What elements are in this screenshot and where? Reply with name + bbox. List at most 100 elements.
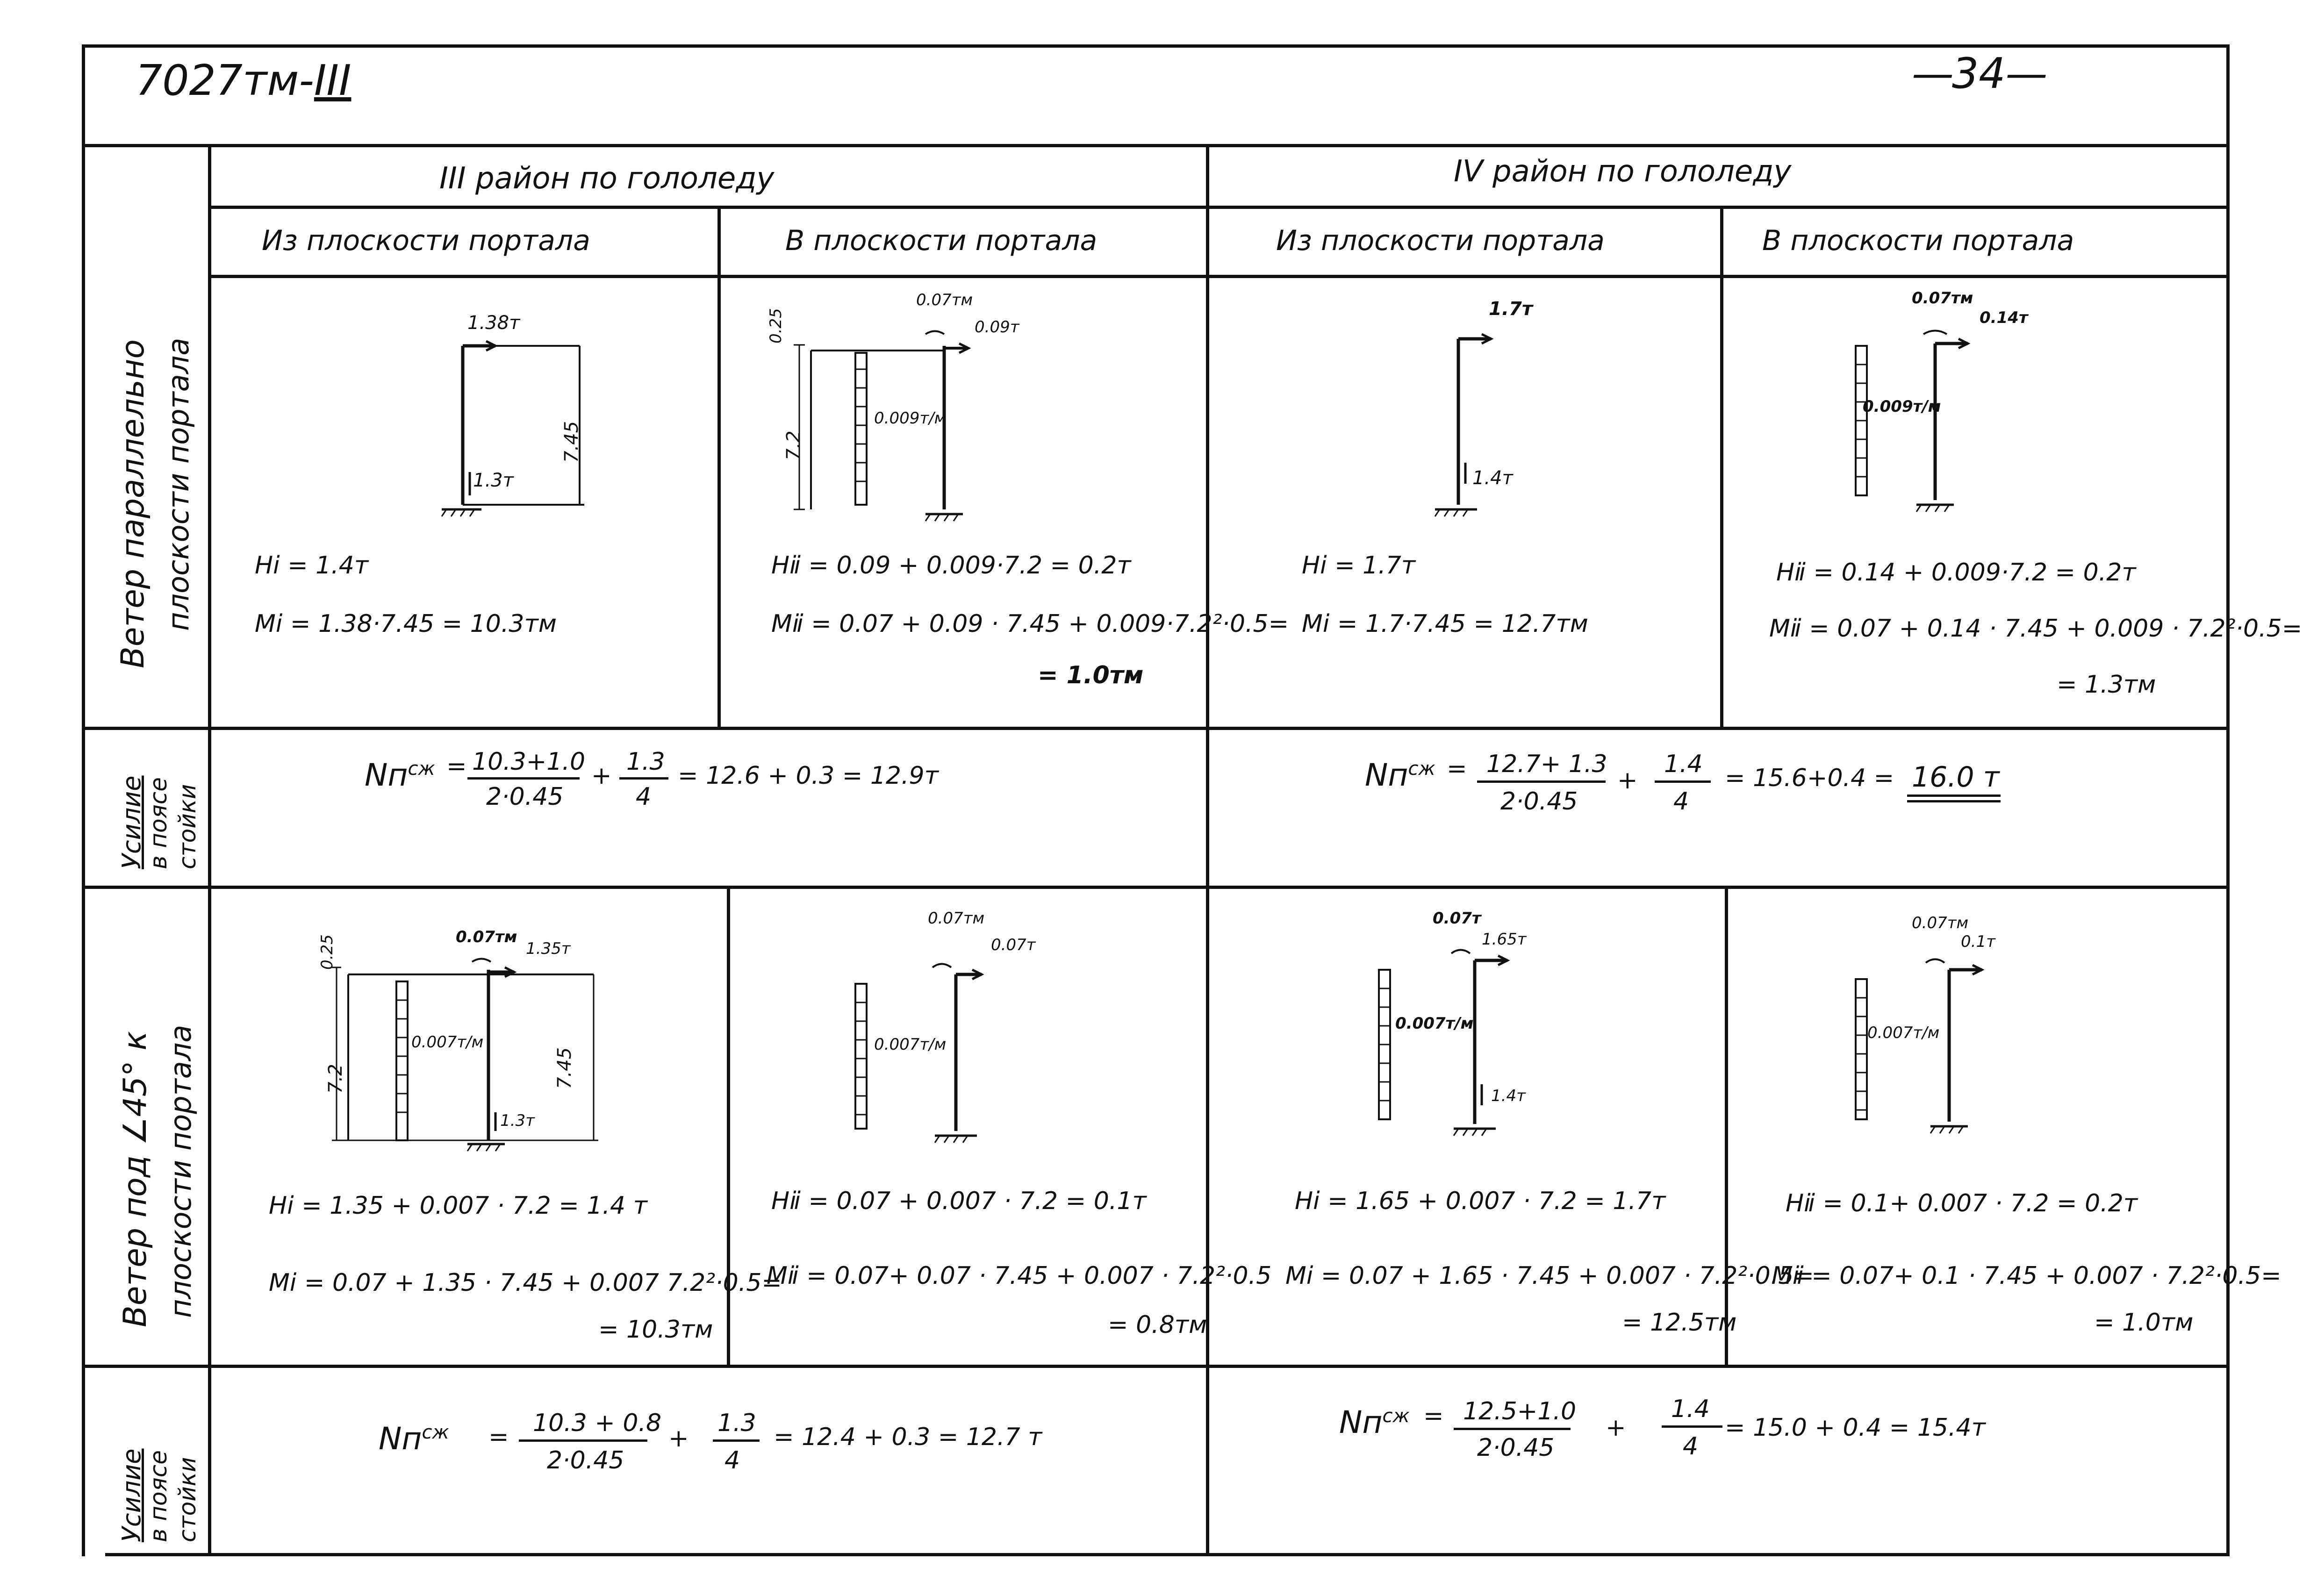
force2-left-den2: 4 [725, 1446, 740, 1474]
b2c3-dist-label: 0.007т/м [1395, 1014, 1474, 1033]
b1c3-scheme [1434, 333, 1494, 517]
row-label-wind-parallel-2: плоскости портала [161, 337, 195, 631]
b1c2-offset-label: 0.25 [767, 308, 785, 344]
force1-left-den2: 4 [636, 783, 652, 811]
b2c3-formula-h: Hⅰ = 1.65 + 0.007 · 7.2 = 1.7т [1295, 1187, 1666, 1215]
b2c1-dist-label: 0.007т/м [411, 1033, 484, 1052]
force2-right-plus: + [1606, 1414, 1626, 1442]
b2c4-moment-label: 0.07тм [1912, 914, 1969, 932]
force1-left-bar2 [619, 777, 668, 780]
frame-right [2226, 44, 2230, 1556]
force2-right-den2: 4 [1683, 1432, 1699, 1460]
b1c4-moment-label: 0.07тм [1912, 289, 1973, 308]
b1c4-formula-m: Mⅱ = 0.07 + 0.14 · 7.45 + 0.009 · 7.2²·0… [1769, 615, 2303, 643]
force1-right-eq: = [1447, 755, 1467, 783]
force1-right-rest: = 15.6+0.4 = [1725, 764, 1894, 792]
force1-left-rest: = 12.6 + 0.3 = 12.9т [678, 762, 939, 790]
b2c3-formula-m: Mⅰ = 0.07 + 1.65 · 7.45 + 0.007 · 7.2²·0… [1285, 1262, 1814, 1290]
doc-code: 7027тм-III [136, 56, 352, 105]
force2-left-num2: 1.3 [717, 1409, 756, 1437]
force1-left-n: Nпсж [365, 757, 435, 793]
force1-right-underline-2 [1907, 800, 2001, 802]
b2c3-top-label: 1.65т [1482, 930, 1527, 949]
frame-top [82, 44, 2230, 48]
b2c2-formula-m-result: = 0.8тм [1108, 1311, 1207, 1339]
col3-header: Из плоскости портала [1276, 224, 1605, 257]
b1c2-top-label: 0.09т [975, 318, 1019, 336]
b2c3-moment-label: 0.07т [1433, 909, 1481, 928]
col4-header: В плоскости портала [1762, 224, 2074, 257]
b1c4-top-label: 0.14т [1980, 308, 2028, 327]
force1-left-num1: 10.3+1.0 [472, 748, 586, 776]
force1-right-n: Nпсж [1365, 757, 1435, 793]
b1c1-top-label: 1.38т [467, 312, 520, 334]
subheader-divider [208, 275, 2230, 278]
b2c4-formula-m-result: = 1.0тм [2094, 1309, 2194, 1337]
force2-left-bar1 [519, 1439, 647, 1442]
row-label-wind-45-2: плоскости портала [164, 1024, 198, 1318]
force1-right-result: 16.0 т [1912, 761, 2000, 794]
col1-header: Из плоскости портала [262, 224, 590, 257]
b2c1-formula-m: Mⅰ = 0.07 + 1.35 · 7.45 + 0.007 7.2²·0.5… [269, 1269, 782, 1297]
b1c2-dist-label: 0.009т/м [874, 409, 947, 428]
b2c2-formula-m: Mⅱ = 0.07+ 0.07 · 7.45 + 0.007 · 7.2²·0.… [767, 1262, 1272, 1290]
center-divider [1206, 144, 1209, 1556]
b1c4-dist-label: 0.009т/м [1863, 397, 1941, 416]
doc-code-roman: III [314, 56, 352, 105]
page-number: —34— [1912, 49, 2048, 98]
force1-left-bar1 [467, 777, 580, 780]
col-divider-right-top [1720, 206, 1723, 727]
row-divider-3 [82, 1365, 2230, 1368]
row-label-force-1a: Усилие [117, 775, 146, 869]
b1c1-bottom-label: 1.3т [473, 470, 514, 491]
b2c1-offset-label: 0.25 [318, 934, 337, 970]
force2-right-den1: 2·0.45 [1477, 1434, 1555, 1462]
force1-left-num2: 1.3 [626, 748, 665, 776]
force2-right-n: Nпсж [1339, 1404, 1410, 1440]
b1c4-scheme [1855, 329, 1971, 512]
force1-right-bar1 [1477, 780, 1606, 783]
header-divider [82, 144, 2230, 147]
b1c3-formula-m: Mⅰ = 1.7·7.45 = 12.7тм [1302, 610, 1588, 638]
region-divider [208, 206, 2230, 209]
row-label-force-2b: в поясе [145, 1450, 172, 1542]
force1-left-eq: = [446, 752, 467, 780]
frame-left [82, 44, 85, 1556]
b1c4-formula-m-result: = 1.3тм [2057, 671, 2156, 699]
b2c1-bottom-label: 1.3т [500, 1111, 535, 1130]
col-divider-left-bottom [727, 886, 730, 1365]
force2-left-n: Nпсж [379, 1421, 449, 1457]
b1c2-formula-h: Hⅱ = 0.09 + 0.009·7.2 = 0.2т [771, 551, 1131, 580]
region4-header: IV район по гололеду [1454, 154, 1792, 189]
b1c1-formula-h: Hⅰ = 1.4т [255, 551, 369, 580]
force2-left-num1: 10.3 + 0.8 [533, 1409, 662, 1437]
force1-right-den2: 4 [1673, 787, 1689, 816]
force1-right-num2: 1.4 [1664, 750, 1703, 778]
force2-right-num2: 1.4 [1671, 1395, 1710, 1423]
b1c3-formula-h: Hⅰ = 1.7т [1302, 551, 1416, 580]
row-label-divider [208, 144, 211, 1556]
b1c3-top-label: 1.7т [1489, 298, 1533, 320]
force2-right-eq: = [1423, 1402, 1444, 1430]
b2c1-height2-label: 7.45 [554, 1047, 575, 1089]
b2c3-bottom-label: 1.4т [1491, 1087, 1526, 1105]
b2c2-formula-h: Hⅱ = 0.07 + 0.007 · 7.2 = 0.1т [771, 1187, 1147, 1215]
b1c2-height-label: 7.2 [783, 430, 804, 460]
b1c1-height-label: 7.45 [561, 421, 582, 463]
force2-left-eq: = [488, 1423, 509, 1451]
b2c2-scheme2 [854, 963, 984, 1143]
col-divider-left-top [717, 206, 721, 727]
row-label-wind-45-1: Ветер под ∠45° к [117, 1031, 154, 1327]
b2c3-formula-m-result: = 12.5тм [1622, 1309, 1737, 1337]
b2c4-formula-m: Mⅱ = 0.07+ 0.1 · 7.45 + 0.007 · 7.2²·0.5… [1772, 1262, 2281, 1290]
row-divider-1 [82, 727, 2230, 730]
force1-left-den1: 2·0.45 [486, 783, 564, 811]
b2c1-scheme [332, 958, 598, 1152]
b2c2-top-label: 0.07т [991, 936, 1036, 954]
force2-left-den1: 2·0.45 [547, 1446, 624, 1474]
b2c4-formula-h: Hⅱ = 0.1+ 0.007 · 7.2 = 0.2т [1786, 1189, 2138, 1217]
b2c1-formula-h: Hⅰ = 1.35 + 0.007 · 7.2 = 1.4 т [269, 1192, 647, 1220]
b1c4-formula-h: Hⅱ = 0.14 + 0.009·7.2 = 0.2т [1776, 558, 2136, 587]
b2c4-top-label: 0.1т [1961, 932, 1995, 951]
b2c4-scheme [1855, 958, 1985, 1134]
